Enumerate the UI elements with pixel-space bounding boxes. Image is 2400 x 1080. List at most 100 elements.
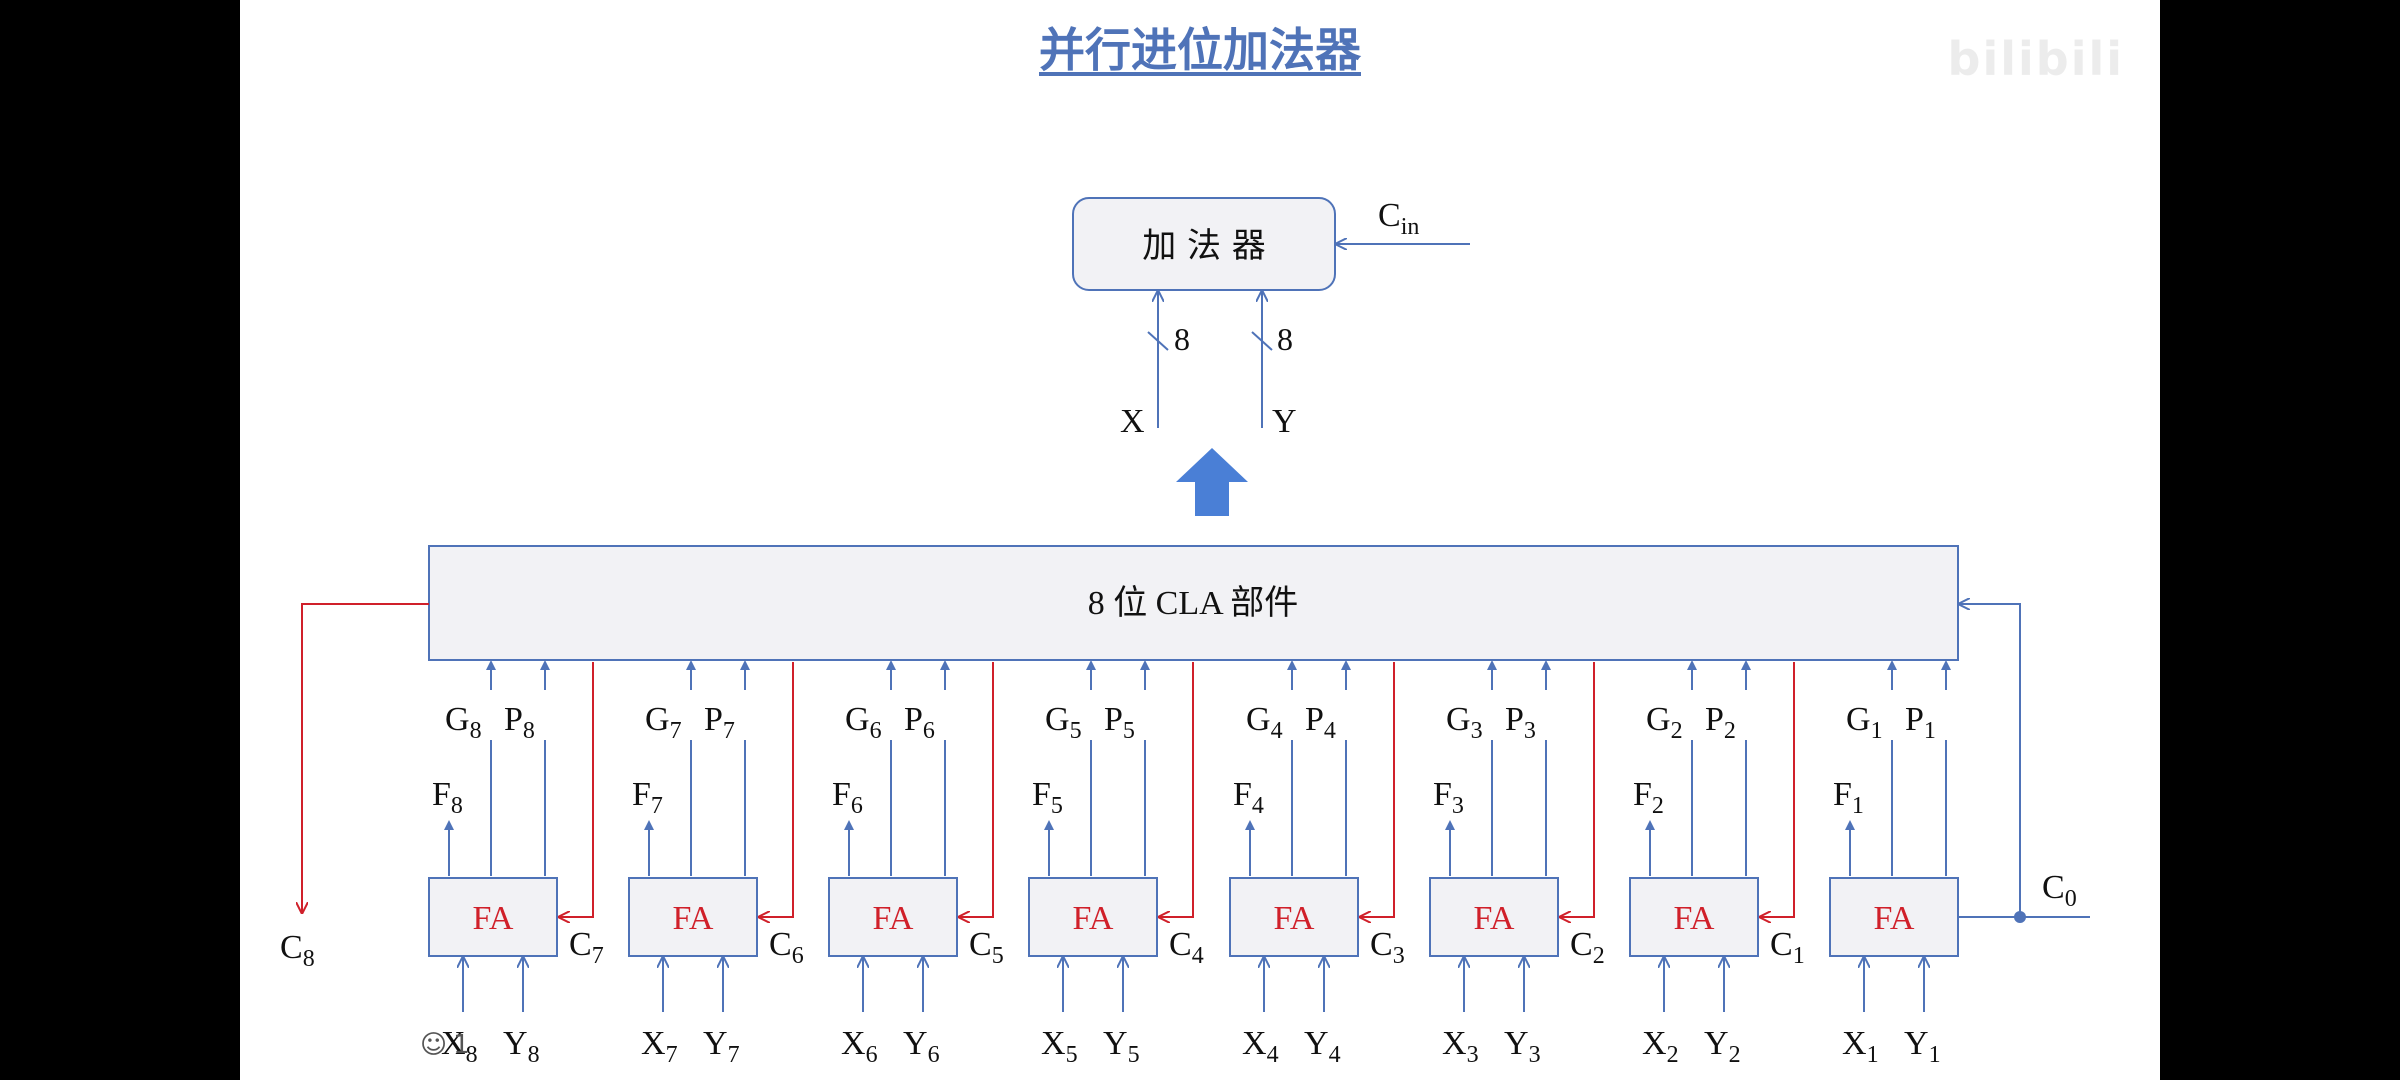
carry-label: C2 bbox=[1570, 926, 1605, 969]
x-label: X6 bbox=[841, 1025, 878, 1068]
y-bus-slash bbox=[1251, 331, 1273, 351]
gp-label-bg bbox=[1244, 690, 1374, 740]
x-bus-width: 8 bbox=[1174, 321, 1190, 357]
adder-label: 加 法 器 bbox=[1142, 226, 1266, 266]
carry-label: C5 bbox=[969, 926, 1004, 969]
c0-junction-dot bbox=[2014, 911, 2026, 923]
f-label: F3 bbox=[1433, 776, 1464, 819]
f-label: F2 bbox=[1633, 776, 1664, 819]
g-label: G4 bbox=[1246, 701, 1283, 744]
p-label: P6 bbox=[904, 701, 935, 744]
x-input-label: X bbox=[1120, 403, 1145, 440]
x-label: X3 bbox=[1442, 1025, 1479, 1068]
y-label: Y6 bbox=[903, 1025, 940, 1068]
page-title: 并行进位加法器 bbox=[1039, 23, 1361, 77]
carry-in-label: Cin bbox=[1378, 197, 1419, 240]
carry-in-line bbox=[1160, 662, 1194, 917]
fa-label: FA bbox=[1073, 900, 1114, 937]
bilibili-watermark: bilibili bbox=[1947, 32, 2124, 86]
g-label: G7 bbox=[645, 701, 682, 744]
p-label: P2 bbox=[1705, 701, 1736, 744]
fa-label: FA bbox=[1674, 900, 1715, 937]
x-bus-slash bbox=[1147, 331, 1169, 351]
c8-carry-line bbox=[302, 603, 429, 912]
x-label: X5 bbox=[1041, 1025, 1078, 1068]
y-input-label: Y bbox=[1272, 403, 1297, 440]
p-label: P8 bbox=[504, 701, 535, 744]
c8-label: C8 bbox=[280, 929, 315, 972]
gp-label-bg bbox=[1644, 690, 1774, 740]
g-label: G8 bbox=[445, 701, 482, 744]
carry-in-line bbox=[960, 662, 994, 917]
f-label: F1 bbox=[1833, 776, 1864, 819]
x-label: X7 bbox=[641, 1025, 678, 1068]
adder-block: 加 法 器 Cin 8 8 X Y bbox=[1072, 197, 1470, 440]
f-label: F4 bbox=[1233, 776, 1264, 819]
y-label: Y8 bbox=[503, 1025, 540, 1068]
x-label: X8 bbox=[441, 1025, 478, 1068]
gp-label-bg bbox=[643, 690, 773, 740]
carry-in-line bbox=[1561, 662, 1595, 917]
gp-label-bg bbox=[1444, 690, 1574, 740]
viewer-count: ☺1 bbox=[420, 1030, 470, 1060]
cla-label: 8 位 CLA 部件 bbox=[1088, 584, 1299, 622]
x-label: X2 bbox=[1642, 1025, 1679, 1068]
y-label: Y2 bbox=[1704, 1025, 1741, 1068]
g-label: G2 bbox=[1646, 701, 1683, 744]
fa-label: FA bbox=[473, 900, 514, 937]
gp-label-bg bbox=[1844, 690, 1974, 740]
carry-label: C6 bbox=[769, 926, 804, 969]
x-label: X1 bbox=[1842, 1025, 1879, 1068]
fa-box bbox=[1028, 877, 1158, 957]
f-label: F5 bbox=[1032, 776, 1063, 819]
y-label: Y4 bbox=[1304, 1025, 1341, 1068]
f-label: F7 bbox=[632, 776, 663, 819]
fa-label: FA bbox=[673, 900, 714, 937]
gp-label-bg bbox=[1043, 690, 1173, 740]
y-label: Y1 bbox=[1904, 1025, 1941, 1068]
fa-box bbox=[428, 877, 558, 957]
y-label: Y7 bbox=[703, 1025, 740, 1068]
g-label: G5 bbox=[1045, 701, 1082, 744]
cla-adder-diagram: 加 法 器 Cin 8 8 X Y 8 位 CLA 部件 C8 bbox=[280, 197, 2090, 1068]
fa-box bbox=[1229, 877, 1359, 957]
person-icon: ☺ bbox=[420, 1030, 448, 1060]
carry-in-line bbox=[560, 662, 594, 917]
y-label: Y5 bbox=[1103, 1025, 1140, 1068]
x-label: X4 bbox=[1242, 1025, 1279, 1068]
carry-label: C1 bbox=[1770, 926, 1805, 969]
y-label: Y3 bbox=[1504, 1025, 1541, 1068]
carry-in-line bbox=[1361, 662, 1395, 917]
g-label: G6 bbox=[845, 701, 882, 744]
carry-label: C4 bbox=[1169, 926, 1204, 969]
fa-label: FA bbox=[1274, 900, 1315, 937]
y-bus-width: 8 bbox=[1277, 321, 1293, 357]
carry-in-line bbox=[1761, 662, 1795, 917]
carry-label: C3 bbox=[1370, 926, 1405, 969]
fa-label: FA bbox=[1474, 900, 1515, 937]
fa-box bbox=[1429, 877, 1559, 957]
fa-label: FA bbox=[1874, 900, 1915, 937]
cla-block: 8 位 CLA 部件 C8 C0 bbox=[280, 545, 2090, 972]
c0-to-cla-line bbox=[1960, 604, 2021, 917]
fa-box bbox=[828, 877, 958, 957]
c0-label: C0 bbox=[2042, 869, 2077, 912]
gp-label-bg bbox=[843, 690, 973, 740]
p-label: P7 bbox=[704, 701, 735, 744]
big-up-arrow bbox=[1176, 448, 1248, 516]
fa-box bbox=[628, 877, 758, 957]
g-label: G3 bbox=[1446, 701, 1483, 744]
f-label: F8 bbox=[432, 776, 463, 819]
slide: 并行进位加法器 bilibili 加 法 器 Cin bbox=[240, 0, 2160, 1080]
fa-box bbox=[1829, 877, 1959, 957]
f-label: F6 bbox=[832, 776, 863, 819]
carry-label: C7 bbox=[569, 926, 604, 969]
